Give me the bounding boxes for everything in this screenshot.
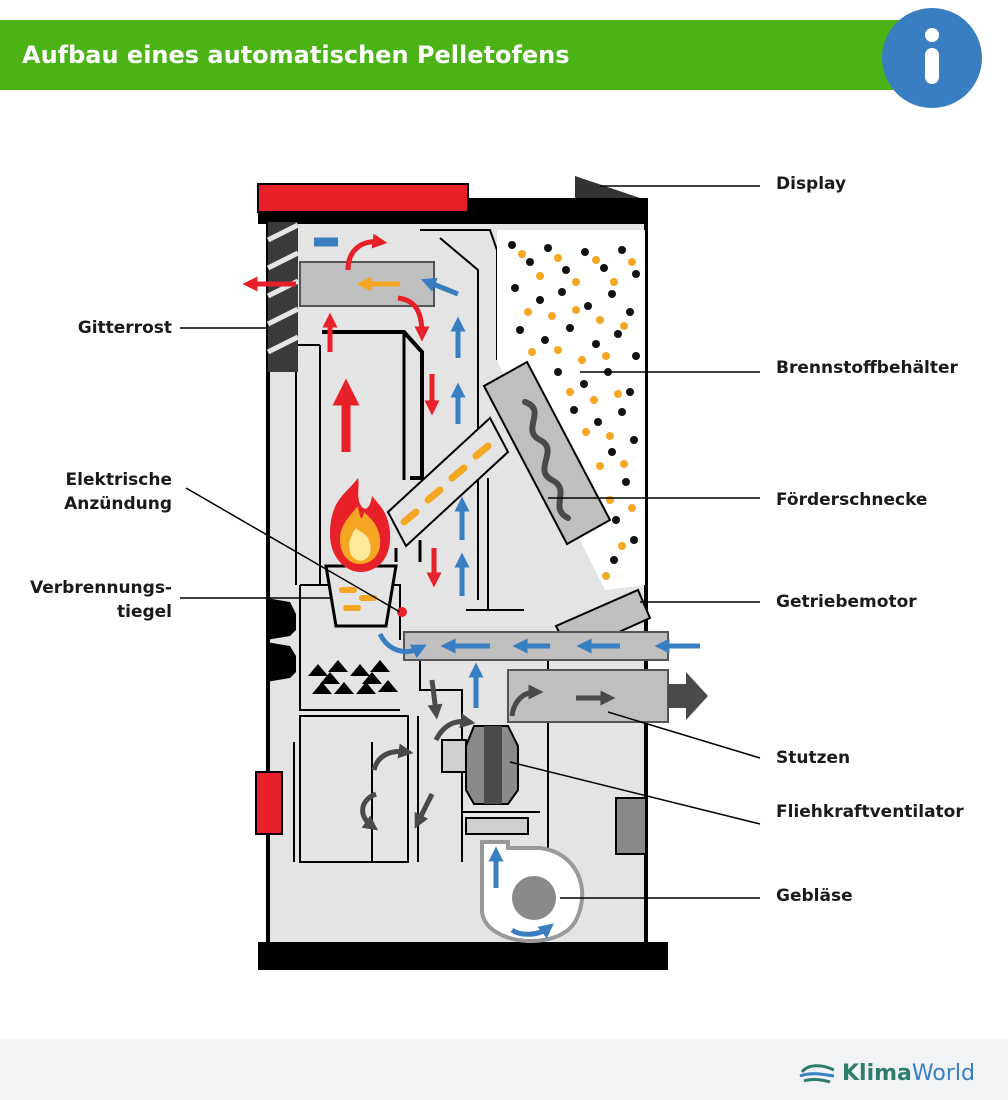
klimaworld-logo-icon <box>799 1064 835 1084</box>
footer-band <box>0 1039 1008 1100</box>
display <box>575 176 640 198</box>
header-bar <box>0 20 930 90</box>
label-elektrische-anzuendung-line2: Anzündung <box>64 494 172 514</box>
logo-text-world: World <box>911 1060 975 1086</box>
exhaust-arrow <box>668 672 708 720</box>
elektrische-anzuendung <box>397 607 407 617</box>
exhaust-flow-arrows <box>360 679 616 831</box>
leader-lines <box>180 185 761 899</box>
combustion-chamber <box>322 330 424 480</box>
info-icon-stem <box>925 48 939 84</box>
label-brennstoffbehaelter: Brennstoffbehälter <box>776 358 958 378</box>
door-hinge-upper <box>266 598 296 640</box>
label-elektrische-anzuendung: Elektrische Anzündung <box>64 468 172 516</box>
label-verbrennungstiegel-line1: Verbrennungs- <box>30 578 172 598</box>
label-getriebemotor: Getriebemotor <box>776 592 917 612</box>
geblaese <box>480 840 585 944</box>
label-fliehkraftventilator: Fliehkraftventilator <box>776 802 964 822</box>
label-elektrische-anzuendung-line1: Elektrische <box>65 470 172 490</box>
label-stutzen: Stutzen <box>776 748 851 768</box>
cold-air-arrows <box>314 237 700 939</box>
pellet-stove-diagram <box>180 176 761 970</box>
side-connector <box>615 797 647 855</box>
fliehkraftventilator <box>441 725 529 835</box>
top-red-panel <box>257 183 469 213</box>
flame <box>330 478 391 572</box>
pellet-chute <box>386 416 510 562</box>
label-geblaese: Gebläse <box>776 886 853 906</box>
label-display: Display <box>776 174 847 194</box>
label-verbrennungstiegel: Verbrennungs- tiegel <box>30 576 172 624</box>
gitterrost <box>266 222 300 372</box>
hot-air-arrows <box>242 233 442 588</box>
door-hinge-lower <box>266 642 296 682</box>
door-handle <box>255 771 283 835</box>
base-plate <box>258 942 668 970</box>
label-foerderschnecke: Förderschnecke <box>776 490 928 510</box>
info-icon-dot <box>925 28 939 42</box>
ash-pan <box>308 660 398 694</box>
label-gitterrost: Gitterrost <box>77 318 172 338</box>
verbrennungstiegel <box>324 564 407 628</box>
label-verbrennungstiegel-line2: tiegel <box>116 602 172 622</box>
logo-text-klima: Klima <box>842 1060 912 1086</box>
page-title: Aufbau eines automatischen Pelletofens <box>22 41 570 69</box>
